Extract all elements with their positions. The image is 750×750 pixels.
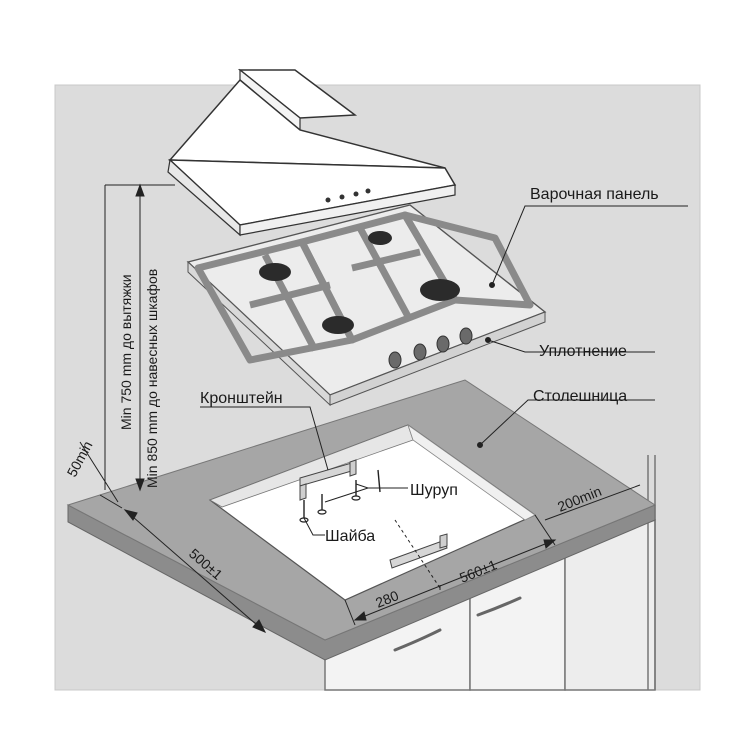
label-min-cabinets: Min 850 mm до навесных шкафов <box>144 269 160 488</box>
grate <box>194 211 534 364</box>
leader-lines <box>200 205 688 536</box>
washer-icon <box>299 495 361 523</box>
cutout-opening <box>208 423 537 601</box>
range-hood-icon <box>167 68 457 237</box>
back-gap-dimension <box>544 484 641 521</box>
label-hob: Варочная панель <box>530 186 659 203</box>
bracket-lower-icon <box>389 533 448 569</box>
bracket-icon <box>299 459 357 501</box>
label-screw: Шуруп <box>410 482 458 499</box>
gas-hob-icon <box>186 204 547 407</box>
control-knob <box>388 327 473 369</box>
label-countertop: Столешница <box>533 388 627 405</box>
width-dimension <box>344 514 557 626</box>
label-washer: Шайба <box>325 528 375 545</box>
label-seal: Уплотнение <box>539 343 627 360</box>
label-bracket: Кронштейн <box>200 390 283 407</box>
height-dimension <box>104 183 175 492</box>
side-gap-dimension <box>79 441 123 509</box>
burner <box>259 231 460 334</box>
depth-dimension <box>123 509 267 633</box>
label-min-hood: Min 750 mm до вытяжки <box>118 274 134 430</box>
